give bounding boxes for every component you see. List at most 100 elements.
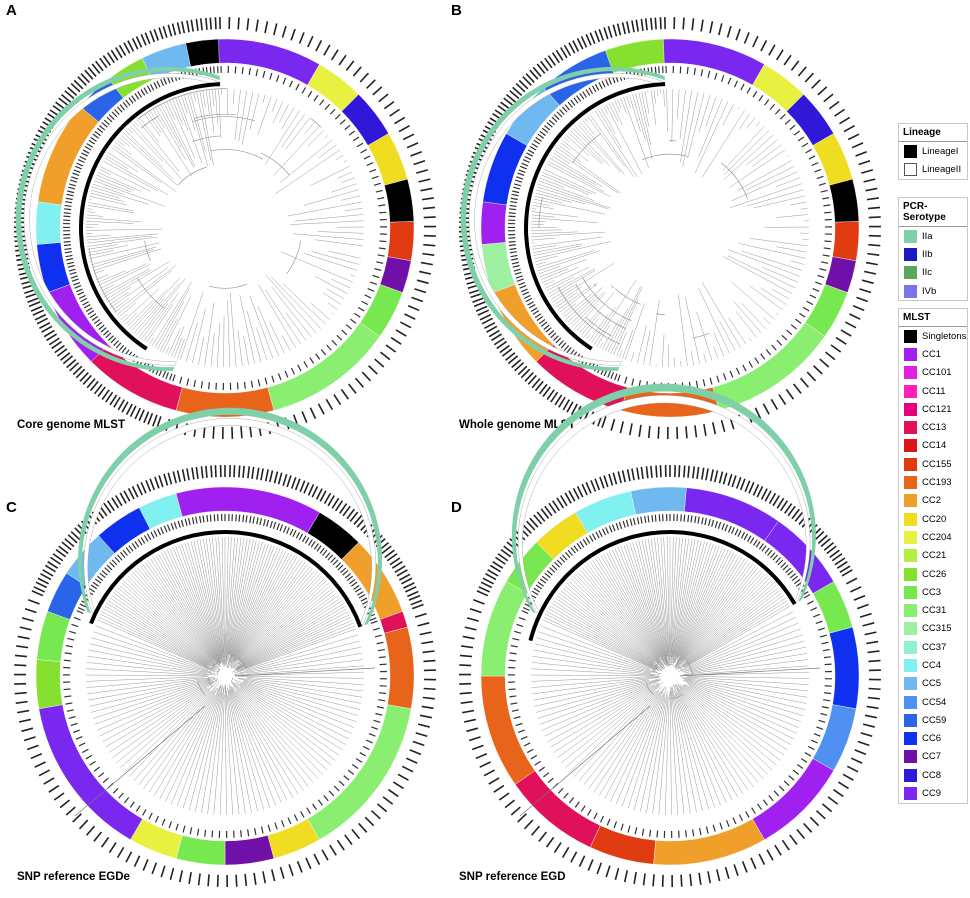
legend-swatch [904, 787, 917, 800]
legend-swatch [904, 531, 917, 544]
legend-label: CC59 [922, 715, 946, 726]
legend-swatch [904, 549, 917, 562]
legend-item-cc3: CC3 [899, 583, 967, 601]
legend-item-cc5: CC5 [899, 675, 967, 693]
legend-label: CC6 [922, 733, 941, 744]
legend-label: CC4 [922, 660, 941, 671]
legend-label: IIb [922, 249, 933, 260]
legend-label: CC31 [922, 605, 946, 616]
legend-item-iib: IIb [899, 245, 967, 263]
legend-item-lineage-ii: LineageII [899, 160, 967, 178]
legend-swatch [904, 230, 917, 243]
legend-title-mlst: MLST [899, 309, 967, 327]
legend-swatch [904, 568, 917, 581]
legend-label: CC8 [922, 770, 941, 781]
legend-label: CC193 [922, 477, 952, 488]
legend-label: CC14 [922, 440, 946, 451]
phylogenetic-tree-b [445, 0, 895, 450]
legend-item-cc1: CC1 [899, 345, 967, 363]
legend-swatch [904, 385, 917, 398]
legend-label: CC1 [922, 349, 941, 360]
legend-label: CC54 [922, 697, 946, 708]
legend-item-cc59: CC59 [899, 711, 967, 729]
legend-swatch [904, 285, 917, 298]
legend-swatch [904, 732, 917, 745]
tip-label-ring [459, 17, 881, 439]
legend-label: LineageII [922, 164, 961, 175]
legend-swatch [904, 659, 917, 672]
legend-label: IVb [922, 286, 936, 297]
legend-title-lineage: Lineage [899, 124, 967, 142]
legend-label: CC2 [922, 495, 941, 506]
legend-swatch [904, 145, 917, 158]
legend-item-cc11: CC11 [899, 382, 967, 400]
legend-label: CC3 [922, 587, 941, 598]
number-label-ring [508, 66, 832, 390]
legend-label: CC37 [922, 642, 946, 653]
legend-label: CC5 [922, 678, 941, 689]
legend-item-cc8: CC8 [899, 766, 967, 784]
legend-label: CC26 [922, 569, 946, 580]
legend-item-cc21: CC21 [899, 547, 967, 565]
legend-item-cc14: CC14 [899, 437, 967, 455]
legend-label: CC13 [922, 422, 946, 433]
legend-swatch [904, 403, 917, 416]
legend-label: CC121 [922, 404, 952, 415]
legend-label: CC20 [922, 514, 946, 525]
legend-swatch [904, 714, 917, 727]
legend-lineage: Lineage LineageI LineageII [898, 123, 968, 180]
legend-item-cc37: CC37 [899, 638, 967, 656]
legend-swatch [904, 163, 917, 176]
legend-label: CC155 [922, 459, 952, 470]
legend-item-cc2: CC2 [899, 492, 967, 510]
legend-item-iic: IIc [899, 264, 967, 282]
legend-label: CC21 [922, 550, 946, 561]
legend-item-cc4: CC4 [899, 656, 967, 674]
panel-caption-a: Core genome MLST [17, 419, 125, 431]
legend-label: CC9 [922, 788, 941, 799]
phylogenetic-tree-d [445, 448, 895, 898]
legend-item-cc9: CC9 [899, 784, 967, 802]
legend-label: LineageI [922, 146, 958, 157]
legend-item-ivb: IVb [899, 282, 967, 300]
legend-swatch [904, 750, 917, 763]
legend-swatch [904, 696, 917, 709]
tip-label-ring [14, 17, 436, 439]
legend-label: Singletons [922, 331, 966, 342]
legend-swatch [904, 494, 917, 507]
legend-label: IIc [922, 267, 932, 278]
tree-branches [531, 89, 809, 367]
legend-item-iia: IIa [899, 227, 967, 245]
tree-branches [86, 89, 364, 367]
legend-swatch [904, 513, 917, 526]
legend-item-cc7: CC7 [899, 748, 967, 766]
panel-caption-c: SNP reference EGDe [17, 871, 130, 883]
legend-item-cc20: CC20 [899, 510, 967, 528]
legend-item-cc101: CC101 [899, 364, 967, 382]
legend-swatch [904, 586, 917, 599]
legend-swatch [904, 248, 917, 261]
legend-swatch [904, 622, 917, 635]
legend-label: IIa [922, 231, 933, 242]
legend-swatch [904, 421, 917, 434]
phylogenetic-tree-c [0, 448, 450, 898]
legend-swatch [904, 266, 917, 279]
legend-swatch [904, 641, 917, 654]
legend-swatch [904, 439, 917, 452]
legend-item-cc121: CC121 [899, 400, 967, 418]
legend-swatch [904, 366, 917, 379]
legend-label: CC7 [922, 751, 941, 762]
legend-label: CC101 [922, 367, 952, 378]
legend-item-cc193: CC193 [899, 473, 967, 491]
phylogenetic-tree-a [0, 0, 450, 450]
legend-swatch [904, 604, 917, 617]
legend-item-lineage-i: LineageI [899, 142, 967, 160]
legend-title-serotype: PCR-Serotype [899, 198, 967, 227]
legend-item-cc26: CC26 [899, 565, 967, 583]
legend-item-cc13: CC13 [899, 418, 967, 436]
legend-item-cc204: CC204 [899, 528, 967, 546]
legend-swatch [904, 458, 917, 471]
legend-label: CC11 [922, 386, 946, 397]
legend-label: CC204 [922, 532, 952, 543]
